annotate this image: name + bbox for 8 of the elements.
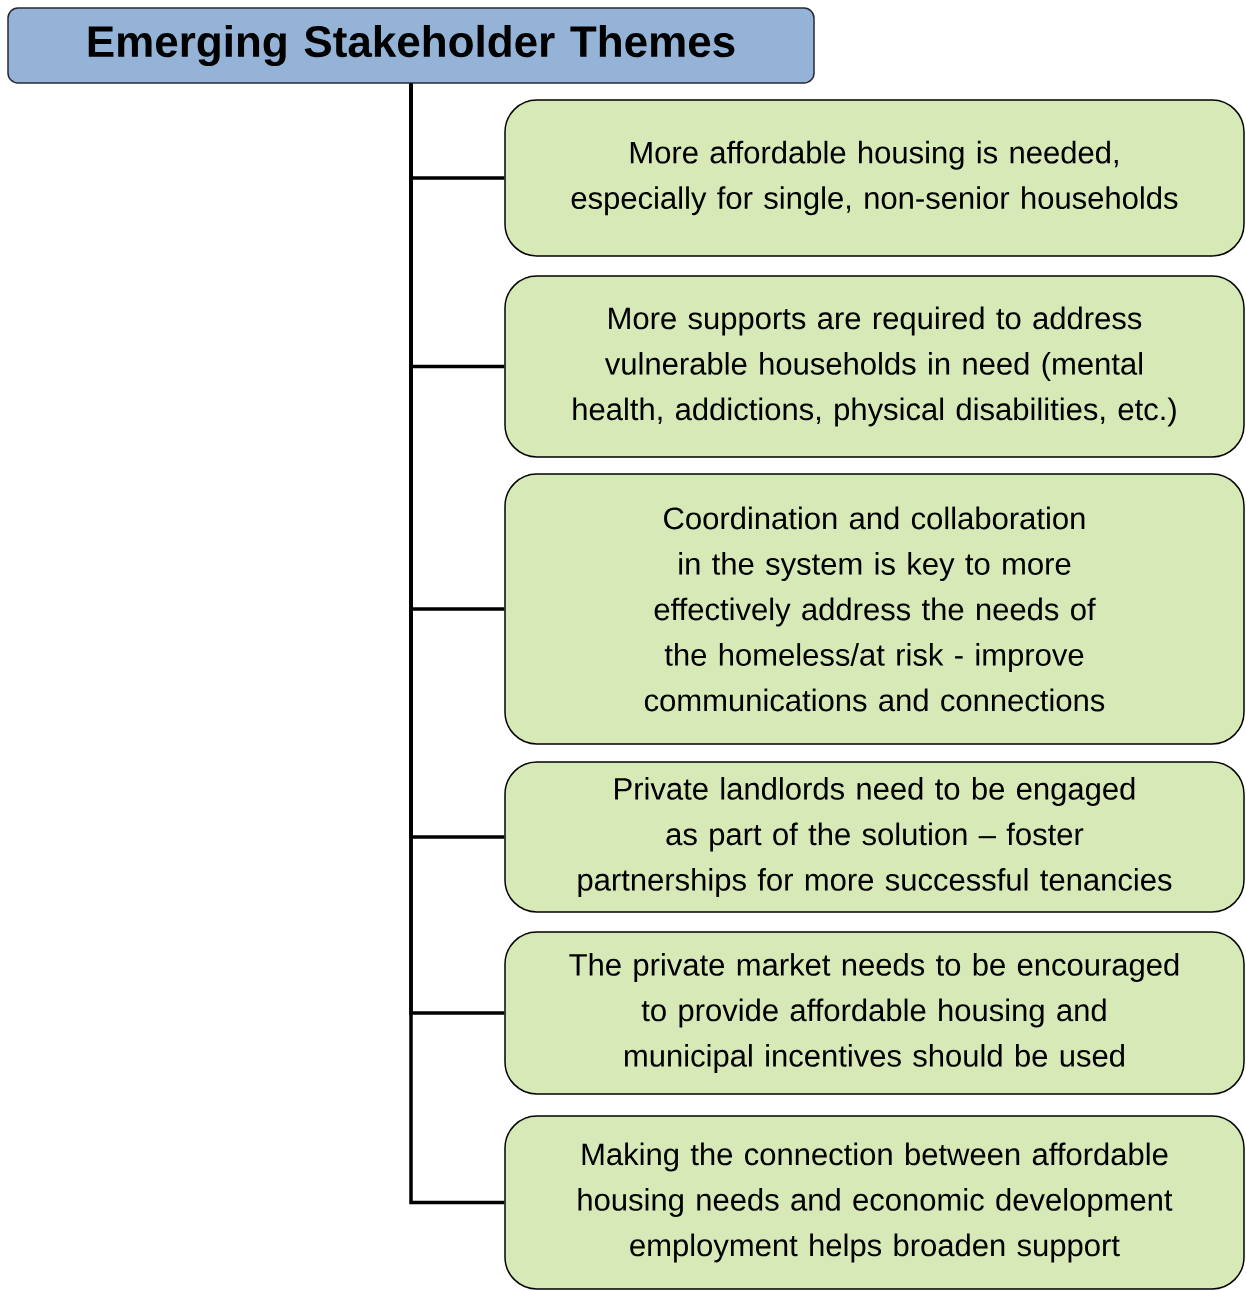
- theme-box: Coordination and collaboration in the system is key to more effectively address the needs of the homeless/at risk - improve communications and connections: [504, 473, 1245, 745]
- theme-box: Private landlords need to be engaged as part of the solution – foster partnerships for more successful tenancies: [504, 761, 1245, 913]
- connector-line: [409, 83, 505, 1205]
- theme-box: More supports are required to address vulnerable households in need (mental health, addictions, physical disabilities, etc.): [504, 275, 1245, 458]
- theme-box: Making the connection between affordable housing needs and economic development employment helps broaden support: [504, 1115, 1245, 1290]
- theme-box: More affordable housing is needed, especially for single, non-senior households: [504, 99, 1245, 257]
- title-box: Emerging Stakeholder Themes: [7, 7, 815, 84]
- theme-box: The private market needs to be encouraged to provide affordable housing and municipal incentives should be used: [504, 931, 1245, 1095]
